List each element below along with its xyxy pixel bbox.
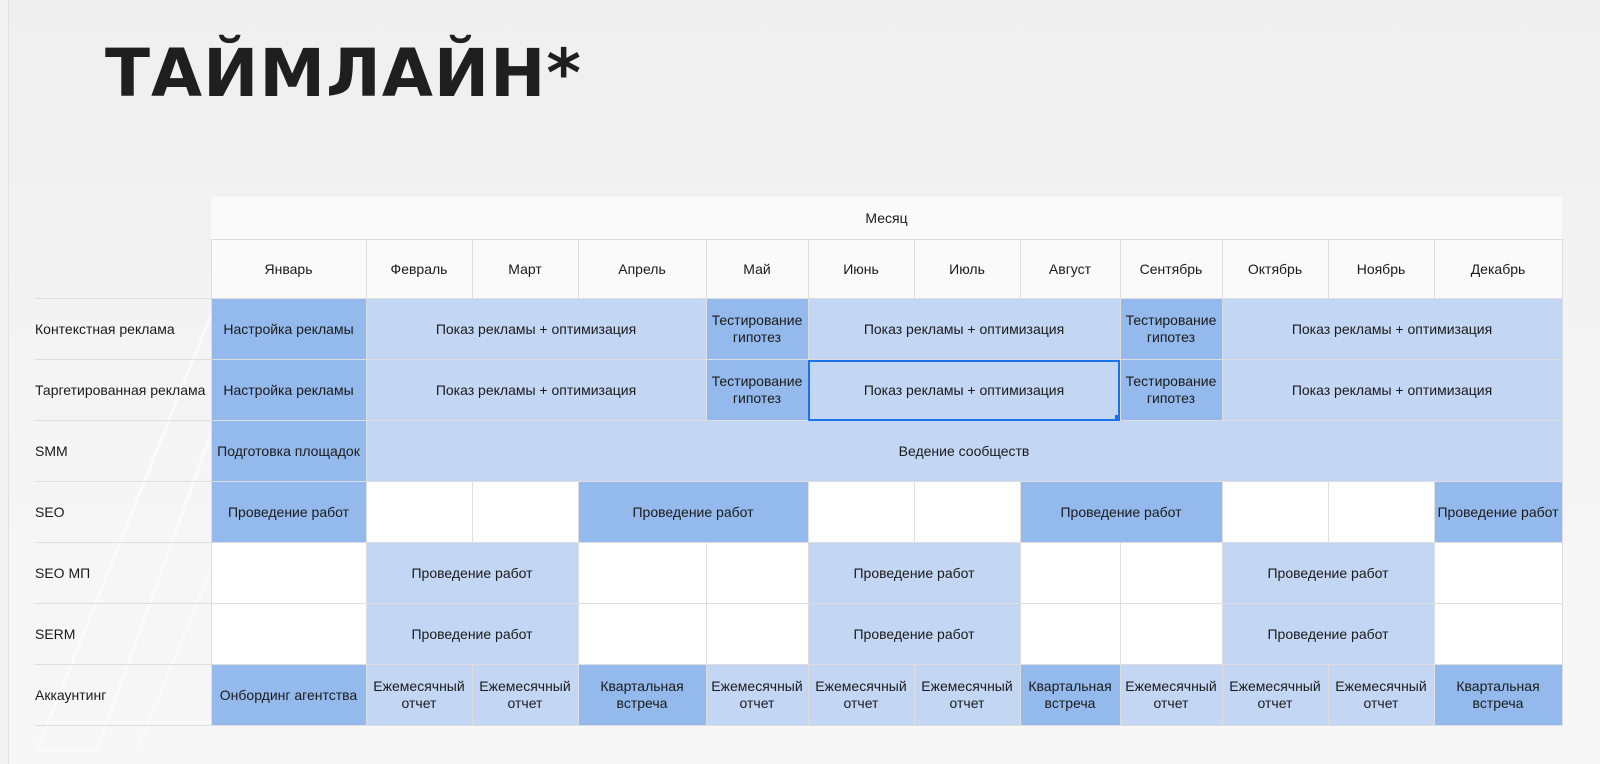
timeline-task-cell[interactable]: Квартальная встреча — [1019, 664, 1121, 726]
timeline-task-cell[interactable]: Проведение работ — [1221, 603, 1435, 665]
corner-cell — [35, 240, 211, 299]
timeline-task-cell[interactable]: Проведение работ — [365, 542, 579, 604]
timeline-task-cell[interactable]: Ежемесячный отчет — [1221, 664, 1329, 726]
empty-cell[interactable] — [210, 542, 367, 604]
timeline-task-cell[interactable]: Тестирование гипотез — [1119, 359, 1223, 421]
empty-cell[interactable] — [807, 481, 915, 543]
row-label[interactable]: SMM — [35, 420, 212, 482]
table-row: SERM Проведение работ Проведение работ Пров… — [35, 603, 1563, 665]
month-header[interactable]: Октябрь — [1221, 239, 1329, 299]
timeline-task-cell[interactable]: Проведение работ — [365, 603, 579, 665]
month-header[interactable]: Декабрь — [1433, 239, 1563, 299]
timeline-task-cell[interactable]: Проведение работ — [577, 481, 809, 543]
month-header[interactable]: Апрель — [577, 239, 707, 299]
empty-cell[interactable] — [365, 481, 473, 543]
month-header[interactable]: Август — [1019, 239, 1121, 299]
timeline-task-cell[interactable]: Подготовка площадок — [210, 420, 367, 482]
row-label[interactable]: Таргетированная реклама — [35, 359, 212, 421]
timeline-task-cell[interactable]: Показ рекламы + оптимизация — [807, 359, 1121, 421]
timeline-task-cell[interactable]: Онбординг агентства — [210, 664, 367, 726]
timeline-task-cell[interactable]: Показ рекламы + оптимизация — [365, 298, 707, 360]
empty-cell[interactable] — [210, 603, 367, 665]
timeline-task-cell[interactable]: Ежемесячный отчет — [471, 664, 579, 726]
month-header[interactable]: Январь — [210, 239, 367, 299]
row-label[interactable]: SEO МП — [35, 542, 212, 604]
month-header[interactable]: Июль — [913, 239, 1021, 299]
timeline-task-cell[interactable]: Квартальная встреча — [1433, 664, 1563, 726]
month-header[interactable]: Май — [705, 239, 809, 299]
timeline-task-cell[interactable]: Ежемесячный отчет — [1327, 664, 1435, 726]
timeline-task-cell[interactable]: Проведение работ — [1221, 542, 1435, 604]
timeline-task-cell[interactable]: Ежемесячный отчет — [913, 664, 1021, 726]
timeline-task-cell[interactable]: Тестирование гипотез — [705, 298, 809, 360]
empty-cell[interactable] — [471, 481, 579, 543]
timeline-task-cell[interactable]: Ежемесячный отчет — [705, 664, 809, 726]
month-header[interactable]: Февраль — [365, 239, 473, 299]
month-header[interactable]: Ноябрь — [1327, 239, 1435, 299]
month-header[interactable]: Июнь — [807, 239, 915, 299]
timeline-task-cell[interactable]: Показ рекламы + оптимизация — [365, 359, 707, 421]
row-label[interactable]: SEO — [35, 481, 212, 543]
empty-cell[interactable] — [1433, 603, 1563, 665]
empty-cell[interactable] — [913, 481, 1021, 543]
timeline-task-cell[interactable]: Проведение работ — [210, 481, 367, 543]
row-label[interactable]: SERM — [35, 603, 212, 665]
table-row: SEO МП Проведение работ Проведение работ Пр… — [35, 542, 1563, 604]
empty-cell[interactable] — [705, 603, 809, 665]
timeline-task-cell[interactable]: Настройка рекламы — [210, 359, 367, 421]
row-label[interactable]: Аккаунтинг — [35, 664, 212, 726]
empty-cell[interactable] — [1433, 542, 1563, 604]
timeline-task-cell[interactable]: Тестирование гипотез — [705, 359, 809, 421]
empty-cell[interactable] — [1327, 481, 1435, 543]
empty-cell[interactable] — [1119, 542, 1223, 604]
row-label[interactable]: Контекстная реклама — [35, 298, 212, 360]
empty-cell[interactable] — [1019, 542, 1121, 604]
selection-fill-handle[interactable] — [1114, 415, 1119, 420]
timeline-task-cell[interactable]: Настройка рекламы — [210, 298, 367, 360]
empty-cell[interactable] — [1221, 481, 1329, 543]
timeline-task-cell[interactable]: Показ рекламы + оптимизация — [807, 298, 1121, 360]
empty-cell[interactable] — [1019, 603, 1121, 665]
month-header[interactable]: Март — [471, 239, 579, 299]
empty-cell[interactable] — [1119, 603, 1223, 665]
timeline-task-cell[interactable]: Ежемесячный отчет — [365, 664, 473, 726]
month-group-header[interactable]: Месяц — [211, 197, 1562, 240]
timeline-task-cell[interactable]: Проведение работ — [807, 542, 1021, 604]
month-group-header-row: Месяц — [35, 197, 1562, 240]
timeline-task-cell[interactable]: Тестирование гипотез — [1119, 298, 1223, 360]
timeline-task-cell[interactable]: Ежемесячный отчет — [1119, 664, 1223, 726]
timeline-task-cell[interactable]: Проведение работ — [1433, 481, 1563, 543]
timeline-task-cell[interactable]: Проведение работ — [1019, 481, 1223, 543]
timeline-task-cell[interactable]: Ведение сообществ — [365, 420, 1563, 482]
timeline-task-cell[interactable]: Ежемесячный отчет — [807, 664, 915, 726]
timeline-task-cell[interactable]: Квартальная встреча — [577, 664, 707, 726]
timeline-task-cell[interactable]: Показ рекламы + оптимизация — [1221, 359, 1563, 421]
empty-cell[interactable] — [705, 542, 809, 604]
corner-cell — [35, 197, 211, 240]
page-title: ТАЙМЛАЙН* — [105, 35, 582, 112]
timeline-task-cell[interactable]: Показ рекламы + оптимизация — [1221, 298, 1563, 360]
month-header[interactable]: Сентябрь — [1119, 239, 1223, 299]
timeline-task-cell[interactable]: Проведение работ — [807, 603, 1021, 665]
empty-cell[interactable] — [577, 603, 707, 665]
empty-cell[interactable] — [577, 542, 707, 604]
